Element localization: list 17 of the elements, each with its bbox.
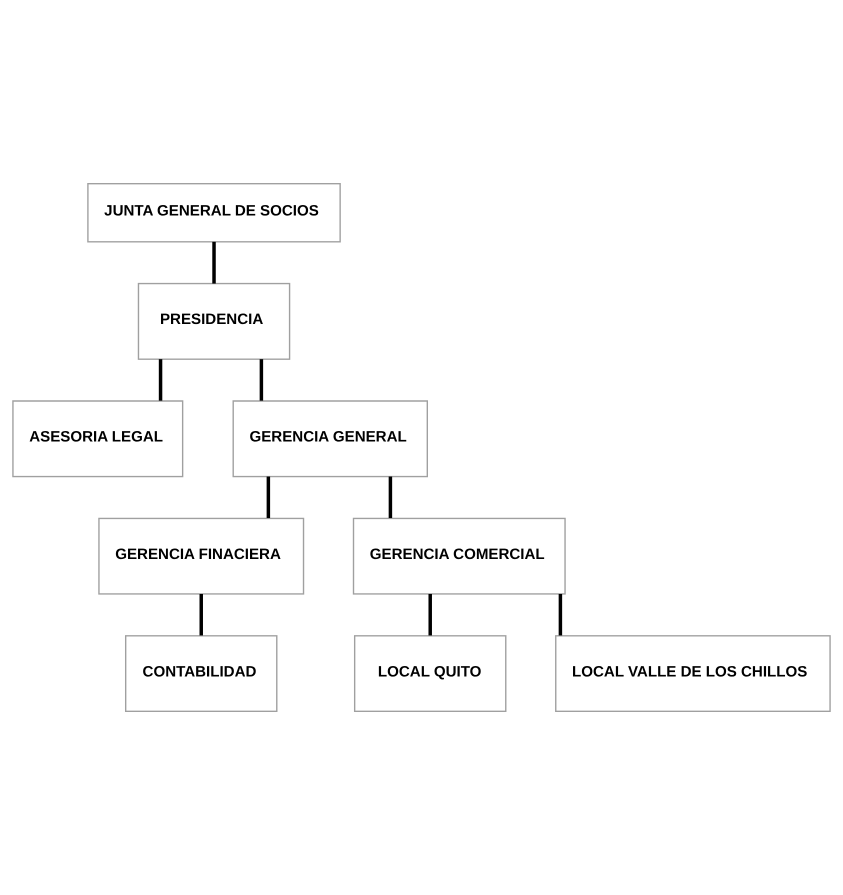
connector [158, 359, 162, 401]
node-box: PRESIDENCIA [138, 282, 290, 360]
node-box: LOCAL QUITO [354, 635, 506, 712]
connector [212, 242, 216, 284]
node-box: GERENCIA COMERCIAL [352, 518, 566, 595]
connector [558, 594, 562, 636]
connector [260, 359, 264, 401]
connector [200, 594, 203, 636]
node-box: GERENCIA GENERAL [232, 400, 428, 478]
connector [266, 476, 270, 518]
node-box: CONTABILIDAD [124, 635, 278, 712]
connector [388, 476, 392, 518]
node-box: JUNTA GENERAL DE SOCIOS [87, 182, 341, 242]
node-box: GERENCIA FINACIERA [98, 518, 304, 595]
node-box: LOCAL VALLE DE LOS CHILLOS [555, 635, 831, 712]
node-box: ASESORIA LEGAL [12, 400, 184, 478]
connector [428, 594, 432, 636]
